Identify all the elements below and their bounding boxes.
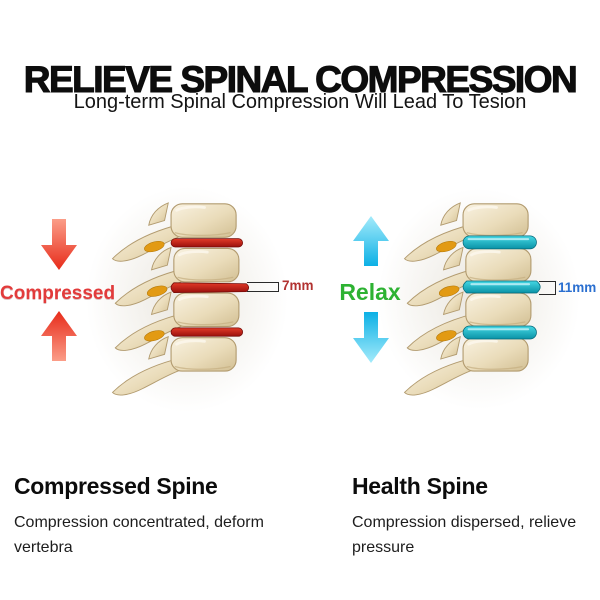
healthy-disc-top: [462, 235, 537, 250]
healthy-caption-text: Compression dispersed, relieve pressure: [352, 514, 577, 556]
compressed-caption-text: Compression concentrated, deform vertebr…: [14, 514, 264, 556]
facet-joint-accent: [436, 330, 457, 342]
measurement-7mm: 7mm: [282, 278, 314, 293]
measurement-bracket-compressed: [247, 282, 279, 292]
compressed-label: Compressed: [0, 283, 116, 304]
measurement-11mm: 11mm: [558, 280, 597, 295]
decompression-down-arrow-icon: [353, 312, 389, 363]
subtitle: Long-term Spinal Compression Will Lead T…: [73, 91, 527, 113]
decompression-up-arrow-icon: [353, 216, 389, 266]
healthy-caption: Health Spine Compression dispersed, reli…: [352, 473, 596, 561]
compressed-disc-bottom: [170, 327, 243, 337]
facet-joint-accent: [144, 240, 165, 253]
compressed-disc-top: [170, 238, 243, 248]
healthy-spine-illustration: [403, 201, 541, 397]
compressed-caption-heading: Compressed Spine: [14, 473, 218, 499]
facet-joint-accent: [438, 285, 460, 297]
compressed-spine-illustration: [111, 201, 250, 397]
facet-joint-accent: [144, 330, 165, 342]
compressed-caption: Compressed Spine Compression concentrate…: [14, 473, 314, 561]
facet-joint-accent: [146, 285, 168, 297]
compressed-disc-middle: [170, 282, 250, 293]
facet-joint-accent: [436, 240, 457, 253]
measurement-bracket-healthy: [539, 281, 556, 295]
healthy-disc-bottom: [462, 325, 537, 340]
healthy-caption-heading: Health Spine: [352, 473, 488, 499]
relax-label: Relax: [339, 279, 401, 305]
healthy-disc-middle: [462, 280, 541, 294]
main-title: RELIEVE SPINAL COMPRESSION: [23, 58, 578, 100]
compression-up-arrow-icon: [41, 311, 77, 361]
compression-down-arrow-icon: [41, 219, 77, 270]
